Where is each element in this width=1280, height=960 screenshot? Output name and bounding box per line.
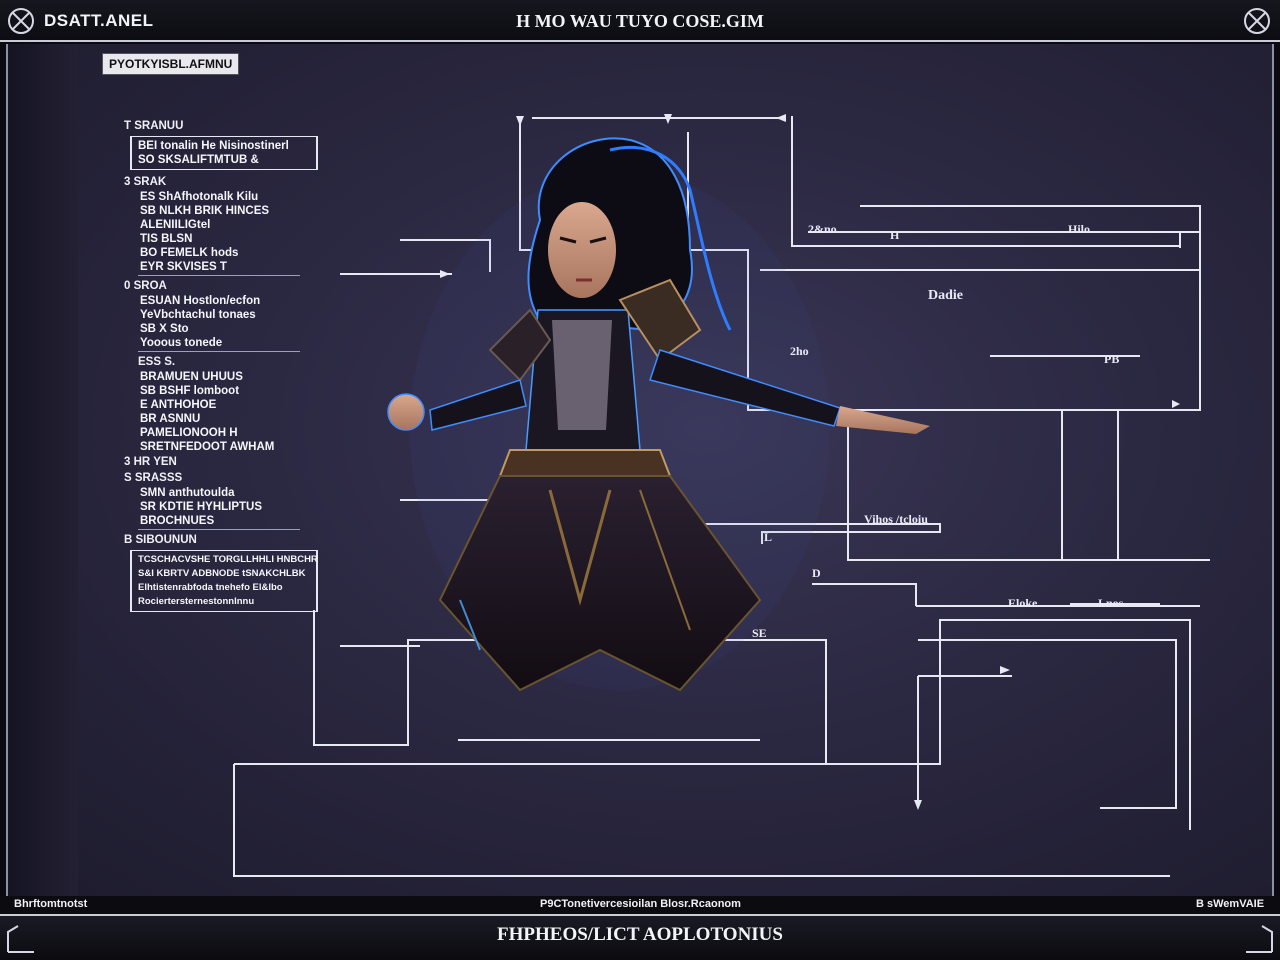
stat-row: YeVbchtachul tonaes	[140, 309, 256, 321]
character-figure	[387, 137, 930, 692]
stat-row: BROCHNUES	[140, 515, 215, 527]
corner-ornament-icon	[1244, 8, 1270, 34]
callout-label: SE	[752, 626, 767, 640]
stats-panel: T SRANUU BEI tonalin He Nisinostinerl SO…	[124, 118, 324, 616]
stat-row: Yooous tonede	[140, 337, 223, 349]
callout-label: Dadie	[928, 288, 963, 303]
stat-row: EYR SKVISES T	[140, 261, 227, 273]
callout-label: L	[764, 530, 773, 544]
stats-summary-box: BEI tonalin He Nisinostinerl SO SKSALIFT…	[130, 136, 318, 170]
callout-label: Lnos	[1098, 596, 1124, 610]
divider	[138, 351, 300, 352]
stat-row: S&I KBRTV ADBNODE tSNAKCHLBK	[138, 568, 306, 579]
status-center: P9CTonetivercesioilan Blosr.Rcaonom	[540, 898, 741, 910]
callout-label: D	[812, 566, 821, 580]
stat-row: BR ASNNU	[140, 413, 201, 425]
left-shade	[8, 44, 78, 896]
stat-row: Rociertersternestonnlnnu	[138, 596, 255, 607]
stat-row: BO FEMELK hods	[140, 247, 239, 259]
divider	[138, 529, 300, 530]
window-title: H MO WAU TUYO COSE.GIM	[516, 11, 764, 31]
status-left: Bhrftomtnotst	[14, 898, 88, 910]
stats-section-label: 0 SROA	[124, 280, 167, 292]
corner-ornament-icon	[8, 8, 34, 34]
stats-header: T SRANUU	[124, 120, 184, 132]
callout-label: H	[890, 228, 900, 242]
stat-row: Elhtistenrabfoda tnehefo El&lbo	[138, 582, 283, 593]
stat-row: PAMELIONOOH H	[140, 427, 238, 439]
stat-row: E ANTHOHOE	[140, 399, 217, 411]
status-right: B sWemVAIE	[1196, 898, 1265, 910]
stat-row: BEI tonalin He Nisinostinerl	[138, 140, 289, 152]
divider	[138, 275, 300, 276]
stats-section-label: ESS S.	[138, 356, 176, 368]
footer-bar: FHPHEOS/LICT AOPLOTONIUS	[0, 914, 1280, 960]
title-bar: DSATT.ANEL H MO WAU TUYO COSE.GIM	[0, 0, 1280, 42]
schematic-lines	[233, 116, 1210, 877]
stat-row: ES ShAfhotonalk Kilu	[140, 191, 259, 203]
corner-ornament-icon	[7, 925, 34, 953]
callout-label: Hilo	[1068, 222, 1091, 236]
stat-row: TIS BLSN	[140, 233, 193, 245]
stats-section-label: B SIBOUNUN	[124, 534, 197, 546]
callout-label: Eloke	[1008, 596, 1038, 610]
mode-tag-button[interactable]: PYOTKYISBL.AFMNU	[102, 53, 240, 75]
footer-title-button[interactable]: FHPHEOS/LICT AOPLOTONIUS	[497, 924, 783, 945]
stat-row: SMN anthutoulda	[140, 487, 235, 499]
stat-row: BRAMUEN UHUUS	[140, 371, 243, 383]
stat-row: ALENIILIGtel	[140, 219, 211, 231]
stats-section-label: 3 HR YEN	[124, 456, 177, 468]
stat-row: ESUAN Hostlon/ecfon	[140, 295, 261, 307]
stats-section-label: S SRASSS	[124, 472, 183, 484]
corner-ornament-icon	[1246, 925, 1273, 953]
stats-section-label: 3 SRAK	[124, 176, 167, 188]
stat-row: TCSCHACVSHE TORGLLHHLI HNBCHR	[138, 554, 318, 565]
stat-row: SR KDTIE HYHLIPTUS	[140, 501, 263, 513]
window-title-left: DSATT.ANEL	[44, 11, 154, 30]
callout-label: 2&no	[808, 222, 837, 236]
callout-label: Vihos /tcloiu	[864, 512, 928, 526]
stat-row: SO SKSALIFTMTUB &	[138, 154, 259, 166]
callout-label: PB	[1104, 352, 1120, 366]
stat-row: SRETNFEDOOT AWHAM	[140, 441, 275, 453]
callout-label: 2ho	[790, 344, 809, 358]
schematic-arrows	[440, 114, 1180, 810]
stat-row: SB NLKH BRIK HINCES	[140, 205, 270, 217]
stat-row: SB X Sto	[140, 323, 189, 335]
status-bar: Bhrftomtnotst P9CTonetivercesioilan Blos…	[0, 896, 1280, 914]
stats-description-box: TCSCHACVSHE TORGLLHHLI HNBCHR S&I KBRTV …	[130, 550, 318, 612]
stat-row: SB BSHF lomboot	[140, 385, 240, 397]
